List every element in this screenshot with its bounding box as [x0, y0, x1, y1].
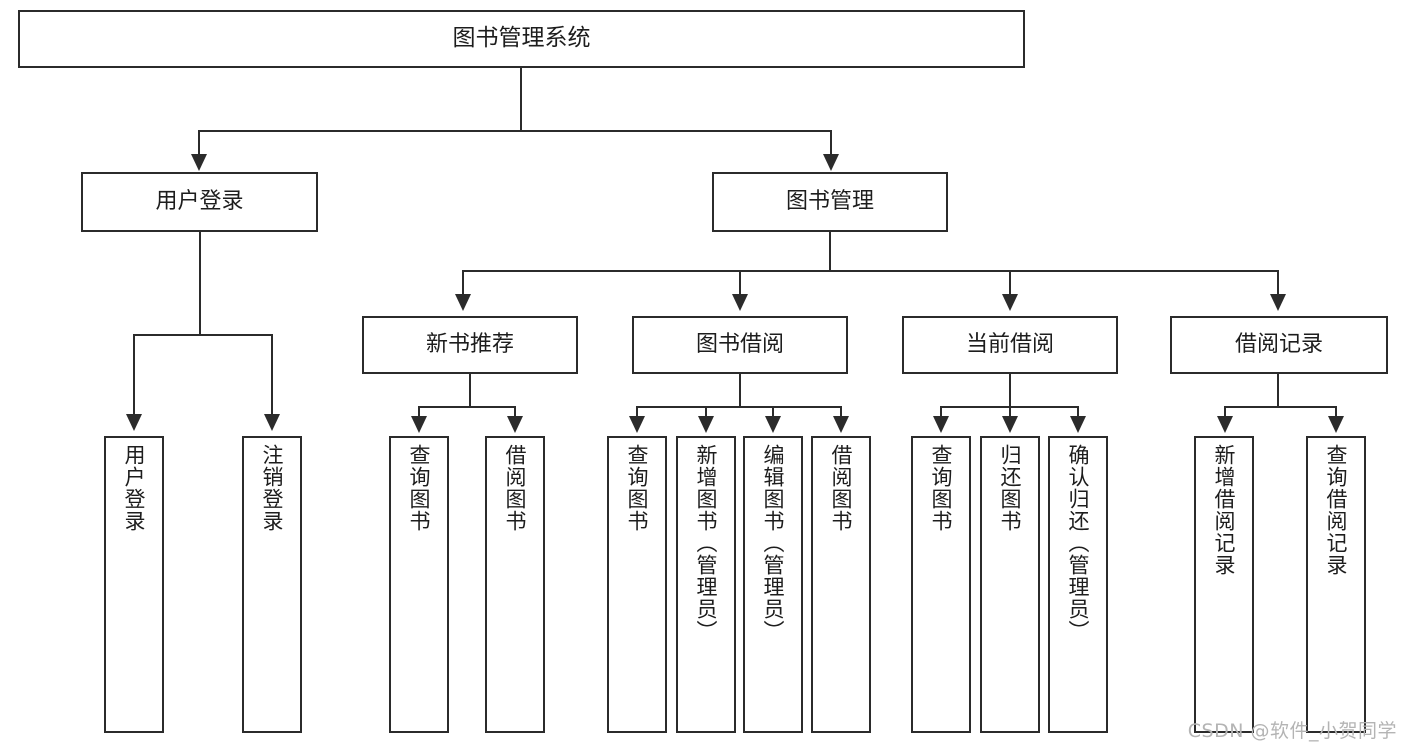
leaf-confirm-return-admin[interactable]: 确认归还（管理员） — [1048, 436, 1108, 733]
leaf-label: 查询借阅记录 — [1324, 444, 1349, 576]
node-current-borrowing[interactable]: 当前借阅 — [902, 316, 1118, 374]
connector-drop-leaf-user-logout — [271, 334, 273, 416]
arrowhead-leaf-edit-book — [765, 416, 781, 433]
leaf-label: 用户登录 — [122, 444, 147, 532]
connector-drop-leaf-query-book-1 — [418, 406, 420, 418]
node-book-borrowing[interactable]: 图书借阅 — [632, 316, 848, 374]
connector-borrow-record-bus — [1224, 406, 1337, 408]
csdn-watermark: CSDN @软件_小贺同学 — [1187, 720, 1397, 742]
connector-drop-leaf-borrow-book-2 — [840, 406, 842, 418]
connector-book-borrow-stem — [739, 374, 741, 408]
arrowhead-leaf-return-book — [1002, 416, 1018, 433]
connector-drop-leaf-query-book-2 — [636, 406, 638, 418]
arrowhead-leaf-user-login — [126, 414, 142, 431]
connector-drop-leaf-borrow-book-1 — [514, 406, 516, 418]
connector-drop-leaf-add-record — [1224, 406, 1226, 418]
leaf-label: 注销登录 — [260, 444, 285, 532]
arrowhead-leaf-user-logout — [264, 414, 280, 431]
arrowhead-leaf-query-book-3 — [933, 416, 949, 433]
connector-user-login-stem — [199, 232, 201, 336]
connector-drop-book-borrow — [739, 270, 741, 296]
connector-current-borrow-stem — [1009, 374, 1011, 408]
leaf-query-borrow-record[interactable]: 查询借阅记录 — [1306, 436, 1366, 733]
arrowhead-new-book-rec — [455, 294, 471, 311]
connector-book-manage-stem — [829, 232, 831, 272]
connector-drop-current-borrow — [1009, 270, 1011, 296]
node-label: 当前借阅 — [965, 332, 1054, 358]
connector-root-stem — [520, 68, 522, 131]
arrowhead-borrow-record — [1270, 294, 1286, 311]
connector-level3-bus — [462, 270, 1279, 272]
connector-drop-user-login — [198, 130, 200, 156]
leaf-query-book-current[interactable]: 查询图书 — [911, 436, 971, 733]
leaf-label: 新增图书（管理员） — [694, 444, 719, 642]
arrowhead-current-borrow — [1002, 294, 1018, 311]
leaf-label: 查询图书 — [625, 444, 650, 532]
leaf-label: 查询图书 — [929, 444, 954, 532]
connector-user-login-bus — [133, 334, 271, 336]
leaf-user-login[interactable]: 用户登录 — [104, 436, 164, 733]
leaf-label: 查询图书 — [407, 444, 432, 532]
node-label: 图书管理 — [785, 189, 874, 215]
leaf-add-book-admin[interactable]: 新增图书（管理员） — [676, 436, 736, 733]
leaf-edit-book-admin[interactable]: 编辑图书（管理员） — [743, 436, 803, 733]
connector-drop-new-book-rec — [462, 270, 464, 296]
connector-new-book-rec-stem — [469, 374, 471, 408]
arrowhead-leaf-add-book — [698, 416, 714, 433]
connector-drop-leaf-confirm-return — [1077, 406, 1079, 418]
node-new-book-recommendation[interactable]: 新书推荐 — [362, 316, 578, 374]
node-user-login[interactable]: 用户登录 — [81, 172, 318, 232]
arrowhead-leaf-query-record — [1328, 416, 1344, 433]
node-label: 图书管理系统 — [452, 25, 591, 52]
connector-drop-leaf-query-record — [1335, 406, 1337, 418]
connector-drop-leaf-query-book-3 — [940, 406, 942, 418]
connector-drop-borrow-record — [1277, 270, 1279, 296]
connector-drop-leaf-return-book — [1009, 406, 1011, 418]
connector-drop-book-manage — [830, 130, 832, 156]
arrowhead-leaf-query-book-2 — [629, 416, 645, 433]
arrowhead-leaf-confirm-return — [1070, 416, 1086, 433]
leaf-add-borrow-record[interactable]: 新增借阅记录 — [1194, 436, 1254, 733]
connector-drop-leaf-add-book — [705, 406, 707, 418]
leaf-query-book-newrec[interactable]: 查询图书 — [389, 436, 449, 733]
arrowhead-book-manage — [823, 154, 839, 171]
node-label: 用户登录 — [155, 189, 244, 215]
arrowhead-leaf-query-book-1 — [411, 416, 427, 433]
connector-book-borrow-bus — [636, 406, 842, 408]
leaf-borrow-book-newrec[interactable]: 借阅图书 — [485, 436, 545, 733]
leaf-label: 确认归还（管理员） — [1066, 444, 1091, 642]
leaf-return-book[interactable]: 归还图书 — [980, 436, 1040, 733]
connector-new-book-rec-bus — [418, 406, 516, 408]
node-root-book-management-system[interactable]: 图书管理系统 — [18, 10, 1025, 68]
node-book-management[interactable]: 图书管理 — [712, 172, 948, 232]
leaf-label: 归还图书 — [998, 444, 1023, 532]
arrowhead-user-login — [191, 154, 207, 171]
leaf-borrow-book-borrow[interactable]: 借阅图书 — [811, 436, 871, 733]
arrowhead-leaf-borrow-book-2 — [833, 416, 849, 433]
leaf-query-book-borrow[interactable]: 查询图书 — [607, 436, 667, 733]
connector-level2-bus — [198, 130, 832, 132]
node-borrow-record[interactable]: 借阅记录 — [1170, 316, 1388, 374]
leaf-label: 新增借阅记录 — [1212, 444, 1237, 576]
arrowhead-leaf-borrow-book-1 — [507, 416, 523, 433]
leaf-user-logout[interactable]: 注销登录 — [242, 436, 302, 733]
connector-borrow-record-stem — [1277, 374, 1279, 408]
node-label: 新书推荐 — [425, 332, 514, 358]
leaf-label: 借阅图书 — [503, 444, 528, 532]
leaf-label: 借阅图书 — [829, 444, 854, 532]
arrowhead-leaf-add-record — [1217, 416, 1233, 433]
connector-drop-leaf-user-login — [133, 334, 135, 416]
node-label: 图书借阅 — [695, 332, 784, 358]
connector-drop-leaf-edit-book — [772, 406, 774, 418]
arrowhead-book-borrow — [732, 294, 748, 311]
node-label: 借阅记录 — [1234, 332, 1323, 358]
leaf-label: 编辑图书（管理员） — [761, 444, 786, 642]
